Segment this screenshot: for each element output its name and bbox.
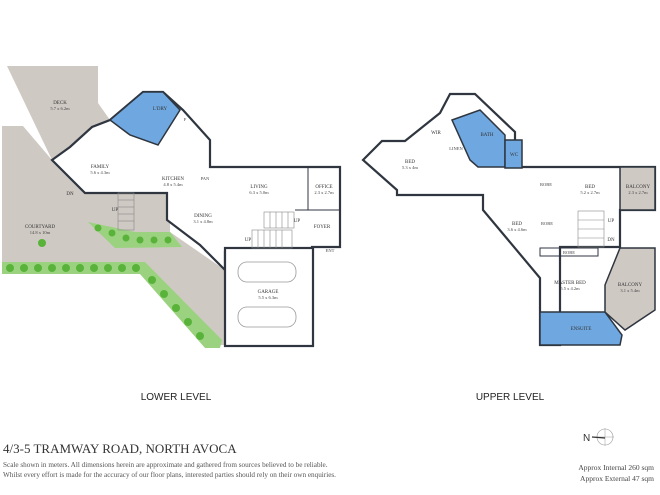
room-label-linen: LINEN xyxy=(449,146,463,151)
room-dim: 5.5 x 4.2m xyxy=(560,286,580,291)
entry-mark: ENT xyxy=(326,248,335,253)
room-dim: 6.3 x 5.0m xyxy=(249,190,269,195)
upper-stairs xyxy=(577,210,605,248)
room-dim: 5.7 x 6.2m xyxy=(50,106,70,111)
pantry-mark: PAN xyxy=(201,176,210,181)
cars xyxy=(237,261,297,328)
room-dim: 5.2 x 2.7m xyxy=(580,190,600,195)
room-label-balcony: BALCONY xyxy=(626,185,651,190)
lower-level-labels: DECK 5.7 x 6.2m L'DRY FAMILY 5.6 x 4.3m … xyxy=(25,101,335,300)
external-area: Approx External 47 sqm xyxy=(580,474,654,483)
robe-label: ROBE xyxy=(563,250,575,255)
room-label-foyer: FOYER xyxy=(314,225,331,230)
internal-area: Approx Internal 260 sqm xyxy=(578,463,654,472)
property-address: 4/3-5 TRAMWAY ROAD, NORTH AVOCA xyxy=(3,441,237,456)
upper-level-plan: BED 5.3 x 4m WIR LINEN BATH WC BED 5.2 x… xyxy=(361,92,657,403)
compass-icon: N xyxy=(583,428,614,446)
courtyard-path xyxy=(2,255,225,345)
room-dim: 2.3 x 2.7m xyxy=(628,190,648,195)
compass-label: N xyxy=(583,433,590,444)
garage xyxy=(223,246,315,348)
balcony-master xyxy=(604,247,656,331)
dn-mark: DN xyxy=(607,238,615,243)
room-dim: 5.6 x 4.3m xyxy=(90,170,110,175)
robe-label: ROBE xyxy=(540,182,552,187)
room-label-master-bed: MASTER BED xyxy=(554,281,586,286)
room-label-bed: BED xyxy=(405,160,415,165)
room-label-family: FAMILY xyxy=(91,165,110,170)
wc xyxy=(504,139,523,169)
room-label-bath: BATH xyxy=(480,133,493,138)
room-label-wir: WIR xyxy=(431,131,441,136)
room-dim: 5.3 x 4m xyxy=(402,165,418,170)
fridge-mark: F xyxy=(184,117,187,122)
room-label-dining: DINING xyxy=(194,214,212,219)
ensuite xyxy=(539,311,623,346)
laundry xyxy=(108,91,181,146)
room-dim: 14.8 x 10m xyxy=(30,230,51,235)
stairs xyxy=(117,192,295,249)
up-mark: UP xyxy=(245,238,252,243)
up-mark: UP xyxy=(112,208,119,213)
room-label-bed: BED xyxy=(585,185,595,190)
room-dim: 5.5 x 6.3m xyxy=(258,295,278,300)
room-label-laundry: L'DRY xyxy=(153,107,168,112)
garden-bed-upper xyxy=(88,222,182,248)
room-label-bed: BED xyxy=(512,222,522,227)
disclaimer-line-1: Scale shown in meters. All dimensions he… xyxy=(3,461,328,469)
upper-level-labels: BED 5.3 x 4m WIR LINEN BATH WC BED 5.2 x… xyxy=(402,131,650,332)
up-mark: UP xyxy=(608,219,615,224)
room-label-kitchen: KITCHEN xyxy=(162,177,184,182)
room-label-deck: DECK xyxy=(53,101,67,106)
balcony-upper xyxy=(619,166,656,211)
garden-plants xyxy=(6,224,204,340)
room-dim: 3.1 x 5.4m xyxy=(620,288,640,293)
lower-level-title: LOWER LEVEL xyxy=(141,392,212,403)
lower-level-plan: DECK 5.7 x 6.2m L'DRY FAMILY 5.6 x 4.3m … xyxy=(2,66,342,403)
room-label-courtyard: COURTYARD xyxy=(25,225,56,230)
room-label-living: LIVING xyxy=(250,185,268,190)
room-label-garage: GARAGE xyxy=(258,290,279,295)
room-dim: 4.8 x 5.4m xyxy=(163,182,183,187)
room-dim: 3.1 x 4.8m xyxy=(193,219,213,224)
robe-label: ROBE xyxy=(541,221,553,226)
disclaimer-line-2: Whilst every effort is made for the accu… xyxy=(3,471,336,479)
dn-mark: DN xyxy=(66,192,74,197)
room-label-wc: WC xyxy=(510,153,519,158)
room-dim: 3.6 x 4.6m xyxy=(507,227,527,232)
room-dim: 2.3 x 2.7m xyxy=(314,190,334,195)
room-label-balcony: BALCONY xyxy=(618,283,643,288)
room-label-ensuite: ENSUITE xyxy=(571,327,592,332)
up-mark: UP xyxy=(294,219,301,224)
room-label-office: OFFICE xyxy=(315,185,332,190)
upper-level-title: UPPER LEVEL xyxy=(476,392,545,403)
